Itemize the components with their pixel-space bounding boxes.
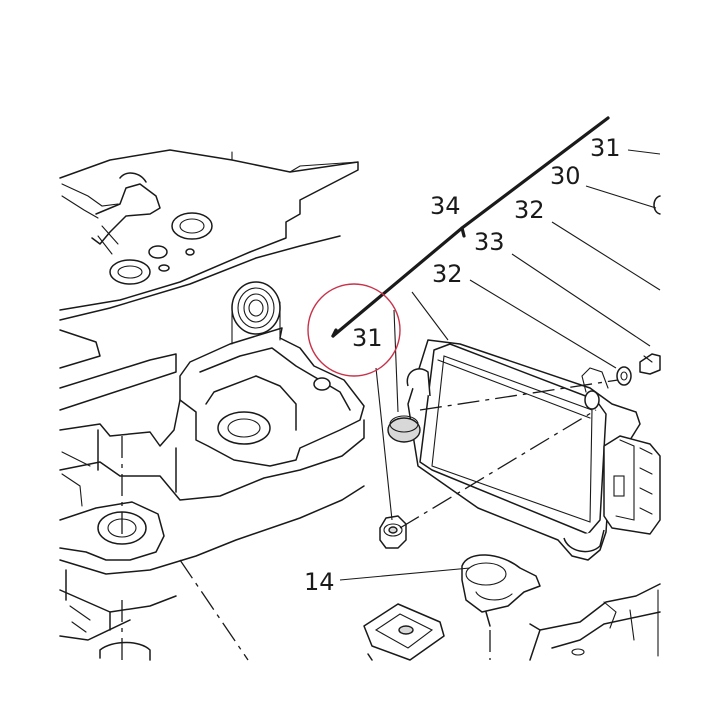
callout-34: 34: [430, 192, 461, 220]
lower-right-panel: [529, 583, 661, 661]
assembly-line-lower: [399, 409, 597, 529]
washer-bolt-parts: [616, 353, 661, 386]
callout-14: 14: [304, 568, 335, 596]
callout-32-upper: 32: [514, 196, 545, 224]
callout-labels: 31 30 34 32 33 32 31 14: [304, 134, 621, 596]
bracket-line-34: [331, 116, 610, 338]
u-clip-part: [363, 603, 445, 661]
hex-nut-part: [379, 515, 407, 549]
assembly-line-upper: [419, 379, 619, 411]
callout-33: 33: [474, 228, 505, 256]
leader-lines: [339, 149, 661, 581]
bolt-fragment: [653, 195, 661, 215]
grommet-part: [387, 415, 421, 443]
control-module: [406, 339, 661, 561]
mounting-bracket-casting: [59, 149, 365, 661]
highlight-circle: [307, 283, 401, 377]
callout-30: 30: [550, 162, 581, 190]
clip-part-14: [461, 554, 541, 660]
callout-31-left: 31: [352, 324, 383, 352]
callout-32-lower: 32: [432, 260, 463, 288]
callout-31-top: 31: [590, 134, 621, 162]
